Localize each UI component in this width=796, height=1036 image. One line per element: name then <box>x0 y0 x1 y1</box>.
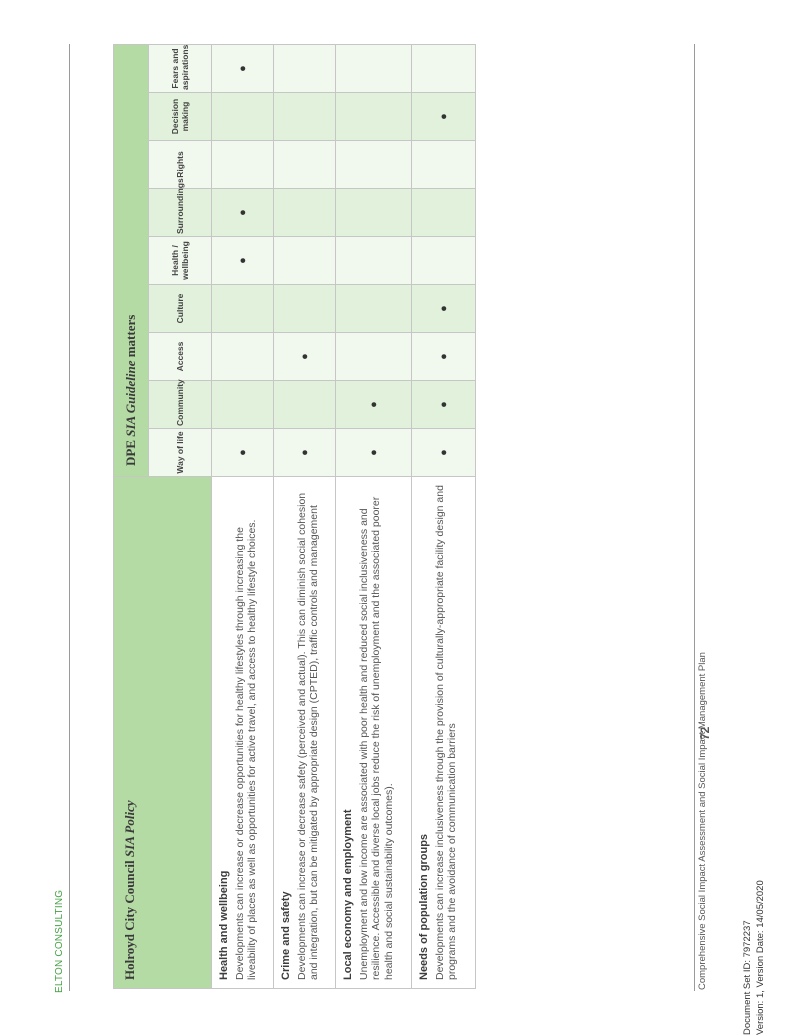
mark-cell <box>411 140 476 189</box>
mark-cell: ● <box>335 428 412 477</box>
mark-cell: ● <box>211 428 274 477</box>
policy-header: Holroyd City Council SIA Policy <box>113 476 212 989</box>
sia-table-region: Holroyd City Council SIA Policy DPE SIA … <box>113 44 476 989</box>
table-row: Health and wellbeing Developments can in… <box>211 44 274 989</box>
document-set-id: Document Set ID: 7972237 <box>742 920 753 1035</box>
column-header: Way of life <box>148 428 212 477</box>
row-body: Developments can increase or decrease op… <box>233 519 259 980</box>
mark-cell <box>211 332 274 381</box>
column-header: Fears and aspirations <box>148 44 212 93</box>
page-number: 72 <box>698 726 712 740</box>
row-description: Local economy and employment Unemploymen… <box>335 476 412 989</box>
column-header: Culture <box>148 284 212 333</box>
guideline-header-prefix: DPE <box>123 440 138 466</box>
mark-cell: ● <box>211 188 274 237</box>
mark-cell: ● <box>335 380 412 429</box>
mark-cell <box>335 44 412 93</box>
mark-cell <box>335 188 412 237</box>
table-row: Local economy and employment Unemploymen… <box>335 44 412 989</box>
column-header: Community <box>148 379 212 429</box>
top-rule <box>69 44 70 991</box>
mark-cell <box>211 140 274 189</box>
column-header: Decision making <box>148 92 212 141</box>
mark-cell: ● <box>273 332 336 381</box>
mark-cell <box>211 92 274 141</box>
mark-cell <box>335 332 412 381</box>
mark-cell <box>411 44 476 93</box>
policy-header-italic: SIA Policy <box>122 800 137 858</box>
column-header: Surroundings <box>148 178 212 237</box>
column-header: Health / wellbeing <box>148 236 212 285</box>
mark-cell: ● <box>411 92 476 141</box>
row-body: Unemployment and low income are associat… <box>357 496 395 980</box>
row-body: Developments can increase or decrease sa… <box>295 492 321 980</box>
row-title: Local economy and employment <box>342 809 354 980</box>
mark-cell <box>335 92 412 141</box>
mark-cell <box>273 140 336 189</box>
mark-cell: ● <box>211 44 274 93</box>
mark-cell <box>335 140 412 189</box>
row-title: Crime and safety <box>280 891 292 980</box>
mark-cell <box>273 188 336 237</box>
table-row: Crime and safety Developments can increa… <box>273 44 336 989</box>
mark-cell <box>273 92 336 141</box>
mark-cell <box>273 44 336 93</box>
footer-document-title: Comprehensive Social Impact Assessment a… <box>697 652 708 990</box>
mark-cell: ● <box>411 332 476 381</box>
mark-cell: ● <box>411 380 476 429</box>
sia-matrix-table: Holroyd City Council SIA Policy DPE SIA … <box>113 44 476 989</box>
row-description: Needs of population groups Developments … <box>411 476 476 989</box>
mark-cell <box>411 236 476 285</box>
table-row: Needs of population groups Developments … <box>411 44 476 989</box>
mark-cell <box>411 188 476 237</box>
row-body: Developments can increase inclusiveness … <box>433 485 459 980</box>
mark-cell <box>211 380 274 429</box>
row-description: Health and wellbeing Developments can in… <box>211 476 274 989</box>
document-version: Version: 1, Version Date: 14/05/2020 <box>755 880 766 1035</box>
brand-label: ELTON CONSULTING <box>54 889 65 993</box>
row-title: Needs of population groups <box>418 833 430 980</box>
guideline-header-italic: SIA Guideline <box>123 360 138 437</box>
mark-cell <box>273 284 336 333</box>
mark-cell <box>335 236 412 285</box>
guideline-header: DPE SIA Guideline matters <box>113 44 149 477</box>
row-title: Health and wellbeing <box>218 870 230 980</box>
mark-cell: ● <box>273 428 336 477</box>
mark-cell <box>335 284 412 333</box>
row-description: Crime and safety Developments can increa… <box>273 476 336 989</box>
column-header: Access <box>148 332 212 381</box>
policy-header-prefix: Holroyd City Council <box>122 860 137 980</box>
mark-cell: ● <box>411 284 476 333</box>
footer-rule <box>694 44 695 991</box>
mark-cell <box>211 284 274 333</box>
guideline-header-suffix: matters <box>123 314 138 358</box>
sia-table-rotated: Holroyd City Council SIA Policy DPE SIA … <box>113 44 476 989</box>
mark-cell: ● <box>211 236 274 285</box>
mark-cell <box>273 236 336 285</box>
mark-cell: ● <box>411 428 476 477</box>
mark-cell <box>273 380 336 429</box>
